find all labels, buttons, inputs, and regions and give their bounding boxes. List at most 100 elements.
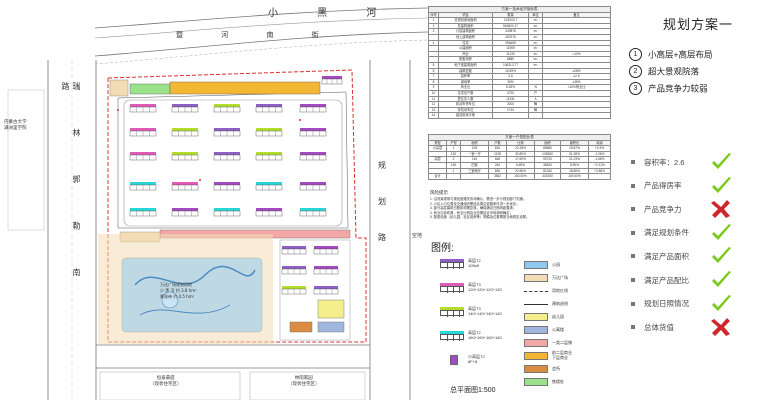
right-road-label-b: 划 xyxy=(378,197,386,206)
tower-building xyxy=(171,208,199,217)
criterion-label: 总体货值 xyxy=(644,322,674,332)
swatch-body xyxy=(440,310,464,317)
tower-building xyxy=(299,182,327,191)
tower-swatch xyxy=(450,355,458,365)
unit-table-cell xyxy=(460,173,489,180)
feature-number: 2 xyxy=(629,65,642,78)
legend-swatch xyxy=(524,261,548,269)
swatch-roof xyxy=(440,259,464,262)
bullet-icon xyxy=(631,301,635,306)
legend-label: 公园 xyxy=(552,261,560,267)
right-road-label-a: 规 xyxy=(378,161,386,170)
criterion-row: 满足产品配比 xyxy=(631,270,756,290)
swatch-body xyxy=(440,286,464,293)
bullet-icon xyxy=(631,207,635,212)
legend-item: 万达广场 xyxy=(524,272,568,284)
tower-building xyxy=(255,104,283,113)
building-swatch xyxy=(440,283,464,293)
tower-building xyxy=(171,152,199,161)
legend-label: 用地红线 xyxy=(552,287,568,293)
building-swatch xyxy=(440,307,464,317)
tower-building xyxy=(255,182,283,191)
tech-table-cell: 14 xyxy=(428,112,439,119)
tech-table-cell: ≤2.6 xyxy=(541,73,612,80)
risk-item: 1. 沿河景观带与规划道路关系待确认，需进一步与规划部门沟通； xyxy=(430,197,526,201)
legend-item-building: 小高层T2 8F+8 xyxy=(440,354,485,366)
tower-building xyxy=(129,182,157,191)
legend-label: 幼儿园 xyxy=(552,313,564,319)
tech-table-cell xyxy=(541,95,612,103)
feature-item: 3 产品竞争力较弱 xyxy=(629,82,708,95)
feature-number: 3 xyxy=(629,82,642,95)
legend-label: 一类二层铺 xyxy=(552,339,572,345)
unit-table-cell: 431500 xyxy=(534,173,561,180)
risk-item: 4. 商业沿街布置，商业比例及业态需结合市场调研确定； xyxy=(430,210,513,215)
legend-label: 售楼处 xyxy=(552,378,564,384)
tech-table-cell xyxy=(492,112,529,119)
check-icon xyxy=(710,294,732,314)
feature-item: 2 超大景观院落 xyxy=(629,65,699,78)
tower-building xyxy=(321,76,343,85)
legend-swatch xyxy=(524,352,548,360)
legend-item: 建筑退线 xyxy=(524,298,568,310)
legend-item: 售楼处 xyxy=(524,376,564,388)
legend-item-building: 高层T3 140+140+140+140 xyxy=(440,306,502,318)
tower-building xyxy=(129,152,157,161)
tower-building xyxy=(281,286,307,295)
bullet-icon xyxy=(631,325,635,330)
park-note: 小 黑 河 约 3.8 hm² xyxy=(160,288,197,293)
feature-text: 超大景观院落 xyxy=(648,66,700,77)
criterion-row: 满足规划条件 xyxy=(631,223,756,243)
swatch-body xyxy=(440,334,464,341)
tech-table-cell xyxy=(541,112,612,119)
bullet-icon xyxy=(631,160,635,164)
tech-table-cell xyxy=(541,17,612,24)
tech-table-cell xyxy=(541,89,612,97)
legend-label: 会所 xyxy=(552,365,560,371)
legend-label: 万达广场 xyxy=(552,274,568,280)
tech-table-cell: ≥35% xyxy=(541,78,612,86)
tower-building xyxy=(213,152,241,161)
tower-building xyxy=(299,152,327,161)
building-swatch xyxy=(440,259,464,269)
legend-swatch xyxy=(524,326,548,334)
bullet-icon xyxy=(631,230,635,235)
criterion-row: 满足产品面积 xyxy=(631,246,756,266)
right-road-label-c: 路 xyxy=(378,233,386,242)
criterion-row: 产品得房率 xyxy=(631,176,756,196)
criterion-row: 规划日照情况 xyxy=(631,294,756,314)
criterion-row: 产品竞争力 xyxy=(631,199,756,219)
swatch-roof xyxy=(440,331,464,334)
tech-table-cell xyxy=(541,22,612,30)
legend-label: 高层T3 120+120+120+130 xyxy=(468,282,502,292)
legend-item: 用地红线 xyxy=(524,285,568,297)
tech-table-cell xyxy=(541,101,612,108)
tower-building xyxy=(299,128,327,137)
unit-table-cell xyxy=(588,173,611,180)
criterion-label: 产品得房率 xyxy=(644,181,682,191)
tower-building xyxy=(255,208,283,217)
feature-text: 产品竞争力较弱 xyxy=(648,83,708,94)
risk-title: 风险提示 xyxy=(430,190,448,195)
site-plan: 小 黑 河 暨 河 南 街 瑞 林 郭 勒 南 路 规 划 路 内蒙古大学 满洲… xyxy=(4,7,428,400)
park-name: 万达广场规划用地 xyxy=(160,282,192,287)
tower-building xyxy=(213,208,241,217)
legend-swatch xyxy=(524,274,548,282)
tower-building xyxy=(255,152,283,161)
criterion-label: 满足产品配比 xyxy=(644,275,689,285)
tower-building xyxy=(255,128,283,137)
top-inner-road-label: 暨 河 南 街 xyxy=(176,31,337,39)
tower-building xyxy=(129,104,157,113)
legend-label: 高层T2 160+160+160+160 xyxy=(468,330,502,340)
park-line2: 景观带 约 4.5 hm² xyxy=(160,294,195,299)
risk-item: 3. 部分高层建筑日照影响需复核，确保满足日照间距要求； xyxy=(430,206,517,211)
risk-notes: 风险提示 1. 沿河景观带与规划道路关系待确认，需进一步与规划部门沟通；2. 小… xyxy=(430,190,610,220)
legend-item: 幼儿园 xyxy=(524,311,564,323)
